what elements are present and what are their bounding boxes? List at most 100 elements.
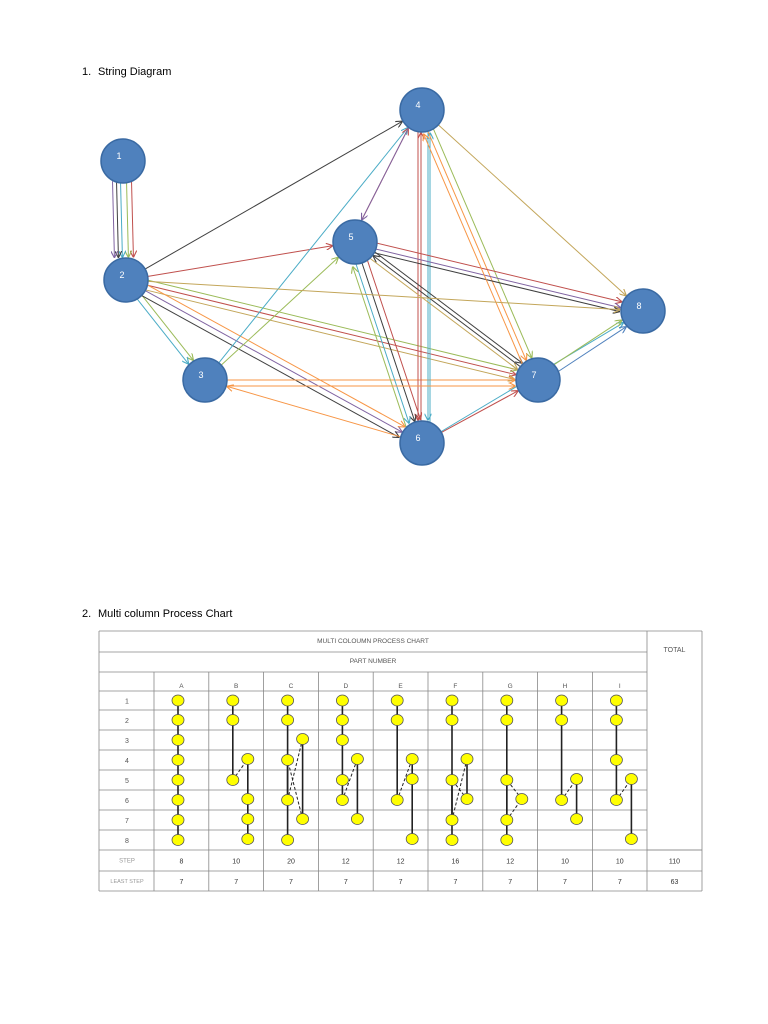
operation-marker xyxy=(226,714,240,726)
flow-line xyxy=(375,242,621,302)
station-label: 7 xyxy=(531,370,536,380)
chart-grid xyxy=(98,630,703,892)
process-chart-heading: 2. Multi column Process Chart xyxy=(82,608,233,620)
flow-line xyxy=(556,327,626,373)
part-column-header: I xyxy=(619,683,621,690)
station-label: 5 xyxy=(348,232,353,242)
total-header: TOTAL xyxy=(664,647,686,654)
flow-line xyxy=(121,181,123,257)
operation-marker xyxy=(610,794,623,806)
operation-marker xyxy=(500,814,514,826)
station-node: 5 xyxy=(332,219,378,265)
operation-row-label: 6 xyxy=(125,798,129,805)
station-circle xyxy=(103,257,149,303)
operation-marker xyxy=(171,814,185,826)
flow-line xyxy=(362,125,410,220)
step-value: 12 xyxy=(397,859,405,866)
operation-marker xyxy=(281,794,295,806)
flow-line xyxy=(143,121,402,271)
chart-title: MULTI COLOUMN PROCESS CHART xyxy=(317,638,429,645)
least-step-value: 7 xyxy=(399,879,403,886)
step-value: 20 xyxy=(287,859,295,866)
operation-marker xyxy=(500,714,514,726)
operation-marker xyxy=(390,694,404,707)
operation-row-label: 8 xyxy=(125,838,129,845)
station-label: 4 xyxy=(415,100,420,110)
section-title: String Diagram xyxy=(98,66,172,78)
station-label: 2 xyxy=(119,270,124,280)
station-node: 7 xyxy=(515,357,561,403)
operation-marker xyxy=(390,794,404,806)
station-node: 4 xyxy=(399,87,445,133)
step-value: 16 xyxy=(452,859,460,866)
step-value: 12 xyxy=(342,859,350,866)
operation-marker xyxy=(405,753,419,765)
operation-row-label: 4 xyxy=(125,758,129,765)
operation-marker xyxy=(350,813,364,825)
operation-marker xyxy=(445,814,459,826)
flow-line xyxy=(219,258,338,367)
flow-line xyxy=(217,128,408,365)
flow-line xyxy=(366,258,420,419)
station-circle xyxy=(332,219,378,265)
operation-marker xyxy=(350,753,364,765)
least-step-value: 7 xyxy=(234,879,238,886)
least-step-value: 7 xyxy=(563,879,567,886)
flow-line xyxy=(439,391,518,434)
operation-marker xyxy=(445,694,459,707)
flow-line xyxy=(355,262,409,423)
step-value: 10 xyxy=(232,859,240,866)
flow-line xyxy=(432,126,532,357)
step-row-label: STEP xyxy=(119,859,135,865)
station-node: 6 xyxy=(399,420,445,466)
operation-marker xyxy=(390,714,404,726)
step-total: 110 xyxy=(669,859,680,866)
flow-line xyxy=(144,289,514,380)
operation-marker xyxy=(296,733,310,745)
operation-marker xyxy=(445,774,459,786)
section-number: 2. xyxy=(82,608,92,620)
station-circle xyxy=(100,138,146,184)
station-circle xyxy=(399,87,445,133)
operation-marker xyxy=(335,714,349,726)
section-title: Multi column Process Chart xyxy=(98,608,233,620)
station-circle xyxy=(515,357,561,403)
operation-marker xyxy=(281,754,295,766)
flow-line xyxy=(140,293,193,360)
station-label: 1 xyxy=(116,151,121,161)
flow-line xyxy=(117,181,119,257)
operation-marker xyxy=(500,694,514,707)
station-node: 1 xyxy=(100,138,146,184)
station-circle xyxy=(182,357,228,403)
operation-marker xyxy=(335,794,349,806)
station-label: 3 xyxy=(198,370,203,380)
part-column-header: C xyxy=(289,683,294,690)
step-value: 12 xyxy=(506,859,514,866)
operation-marker xyxy=(171,694,185,707)
station-node: 2 xyxy=(103,257,149,303)
operation-marker xyxy=(445,714,459,726)
operation-marker xyxy=(171,734,185,746)
operation-marker xyxy=(281,834,295,846)
operation-marker xyxy=(555,714,568,726)
process-flow-line xyxy=(341,758,358,801)
flow-line xyxy=(372,252,619,311)
operation-row-label: 3 xyxy=(125,738,129,745)
operation-marker xyxy=(241,793,255,805)
operation-marker xyxy=(171,794,185,806)
operation-marker xyxy=(241,753,255,765)
part-column-header: B xyxy=(234,683,238,690)
flow-line xyxy=(373,248,620,308)
station-circle xyxy=(399,420,445,466)
operation-marker xyxy=(335,774,349,786)
operation-marker xyxy=(570,773,583,785)
operation-row-label: 1 xyxy=(125,699,129,706)
operation-marker xyxy=(281,714,295,726)
flow-line xyxy=(132,180,134,257)
part-column-header: F xyxy=(453,683,457,690)
least-step-total: 63 xyxy=(671,879,679,886)
least-step-value: 7 xyxy=(344,879,348,886)
flow-line xyxy=(113,181,115,257)
operation-marker xyxy=(570,813,583,825)
